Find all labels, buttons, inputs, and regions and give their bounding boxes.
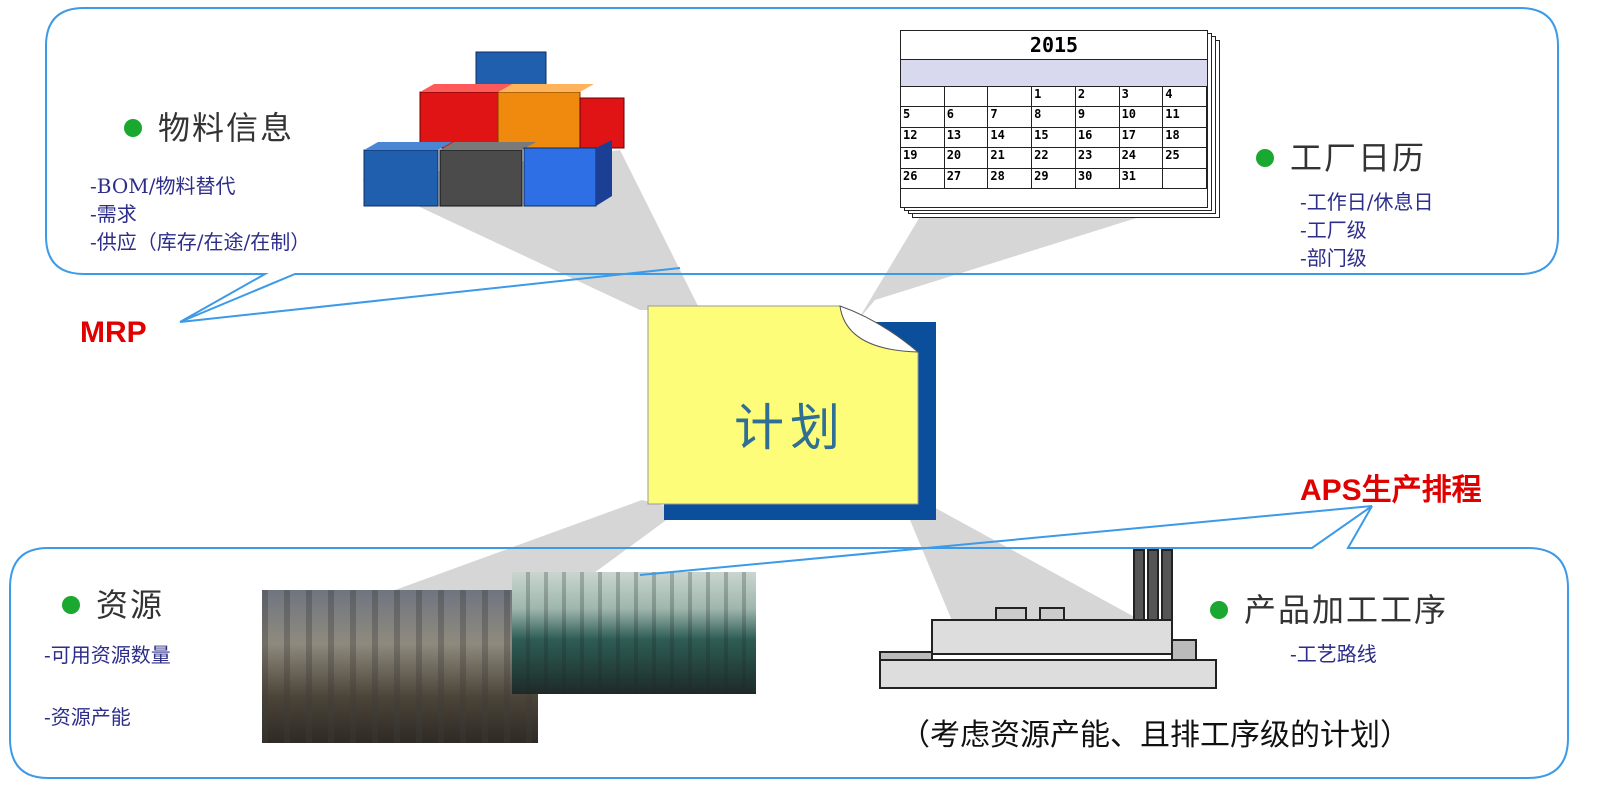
calendar-day-cell: 6 (944, 107, 989, 128)
beam-calendar (858, 195, 1210, 320)
material-blocks-illustration (363, 51, 625, 207)
calendar-day-cell: 26 (901, 168, 945, 189)
calendar-day-cell: 19 (901, 148, 945, 169)
calendar-day-cell: 17 (1119, 127, 1164, 149)
calendar-item: -工厂级 (1300, 218, 1367, 242)
bullet-icon (1256, 148, 1274, 167)
calendar-title-text: 工厂日历 (1290, 139, 1427, 177)
material-items: -BOM/物料替代 -需求 -供应（库存/在途/在制） (90, 172, 310, 256)
factory-illustration (879, 549, 1217, 689)
mrp-label: MRP (80, 316, 147, 349)
bullet-icon (62, 595, 80, 614)
calendar-day-cell: 16 (1075, 127, 1120, 149)
calendar-day-cell: 12 (901, 127, 945, 149)
aps-note: （考虑资源产能、且排工序级的计划） (900, 718, 1410, 753)
calendar-day-cell: 9 (1075, 107, 1120, 128)
process-title-text: 产品加工工序 (1244, 591, 1449, 629)
calendar-day-cell: 24 (1119, 148, 1164, 169)
calendar-day-cell: 30 (1075, 168, 1120, 189)
assembly-line-photo (512, 572, 756, 694)
bullet-icon (124, 118, 142, 137)
calendar-day-cell: 7 (988, 107, 1033, 128)
process-title: 产品加工工序 (1210, 585, 1448, 631)
bullet-icon (1210, 600, 1228, 619)
calendar-day-cell: 31 (1119, 168, 1164, 189)
aps-label: APS生产排程 (1300, 474, 1482, 507)
calendar-day-cell (901, 87, 945, 108)
material-item: -BOM/物料替代 (90, 174, 236, 198)
bottom-callout-frame (9, 505, 1569, 779)
calendar-day-cell: 21 (988, 148, 1033, 169)
calendar-day-cell: 10 (1119, 107, 1164, 128)
factory-machines-photo (262, 590, 538, 743)
calendar-day-cell: 22 (1032, 148, 1076, 169)
calendar-day-cell: 8 (1032, 107, 1076, 128)
calendar-day-cell: 23 (1075, 148, 1120, 169)
resource-title-text: 资源 (96, 586, 165, 624)
resource-item: -可用资源数量 (44, 643, 171, 667)
calendar-day-cell: 3 (1119, 87, 1164, 108)
calendar-day-cell: 29 (1032, 168, 1076, 189)
calendar-day-cell (1163, 168, 1207, 189)
calendar-day-cell: 18 (1163, 127, 1207, 149)
material-item: -供应（库存/在途/在制） (90, 230, 311, 254)
calendar-day-cell: 25 (1163, 148, 1207, 169)
calendar-day-cell: 14 (988, 127, 1033, 149)
calendar-item: -部门级 (1300, 246, 1367, 270)
material-title-text: 物料信息 (158, 109, 295, 147)
calendar-day-cell: 11 (1163, 107, 1207, 128)
calendar-day-cell: 20 (944, 148, 989, 169)
calendar-day-cell (988, 87, 1033, 108)
calendar-header-band (901, 60, 1207, 87)
calendar-day-cell: 28 (988, 168, 1033, 189)
calendar-day-cell (944, 87, 989, 108)
calendar-day-cell: 5 (901, 107, 945, 128)
material-item: -需求 (90, 202, 137, 226)
calendar-day-cell: 13 (944, 127, 989, 149)
calendar-day-cell: 1 (1032, 87, 1076, 108)
calendar-day-cell: 27 (944, 168, 989, 189)
resource-title: 资源 (62, 580, 164, 626)
calendar-year: 2015 (901, 31, 1207, 60)
calendar-day-cell: 4 (1163, 87, 1207, 108)
plan-page-illustration (647, 305, 936, 520)
calendar-item: -工作日/休息日 (1300, 190, 1434, 214)
process-item: -工艺路线 (1290, 642, 1377, 666)
resource-item: -资源产能 (44, 705, 131, 729)
material-title: 物料信息 (124, 103, 294, 149)
calendar-items: -工作日/休息日 -工厂级 -部门级 (1300, 188, 1434, 272)
calendar-day-cell: 15 (1032, 127, 1076, 149)
center-plan-title: 计划 (734, 399, 846, 457)
calendar-title: 工厂日历 (1256, 133, 1426, 179)
calendar-day-cell: 2 (1075, 87, 1120, 108)
